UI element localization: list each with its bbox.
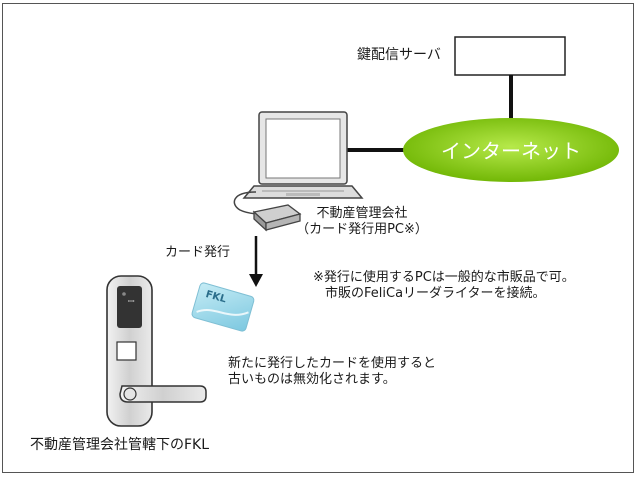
- card-reader-icon: [252, 204, 302, 232]
- pc-owner-line1: 不動産管理会社: [316, 206, 408, 221]
- card-note: 新たに発行したカードを使用すると 古いものは無効化されます。: [228, 356, 436, 389]
- pc-note: ※発行に使用するPCは一般的な市販品で可。 市販のFeliCaリーダライターを接…: [313, 270, 575, 303]
- internet-cloud: [403, 118, 619, 182]
- pc-owner-line2: （カード発行用PC※）: [296, 222, 428, 238]
- lock-label: 不動産管理会社管轄下のFKL: [30, 437, 210, 453]
- pc-note-line1: ※発行に使用するPCは一般的な市販品で可。: [313, 270, 575, 285]
- server-label: 鍵配信サーバ: [357, 47, 441, 63]
- card-note-line1: 新たに発行したカードを使用すると: [228, 356, 437, 371]
- issue-label: カード発行: [165, 245, 231, 260]
- svg-text:ꟷ: ꟷ: [128, 297, 135, 306]
- issue-arrow: [249, 236, 263, 287]
- laptop-icon: [242, 111, 364, 199]
- pc-owner-label: 不動産管理会社 （カード発行用PC※）: [292, 206, 432, 239]
- diagram-frame: [2, 3, 634, 473]
- door-lock-icon: ꟷ: [106, 275, 207, 427]
- internet-label: インターネット: [441, 139, 581, 163]
- card-icon: FKL: [191, 282, 255, 332]
- card-note-line2: 古いものは無効化されます。: [228, 372, 396, 388]
- pc-note-line2: 市販のFeliCaリーダライターを接続。: [325, 286, 546, 302]
- server-box: [454, 36, 566, 76]
